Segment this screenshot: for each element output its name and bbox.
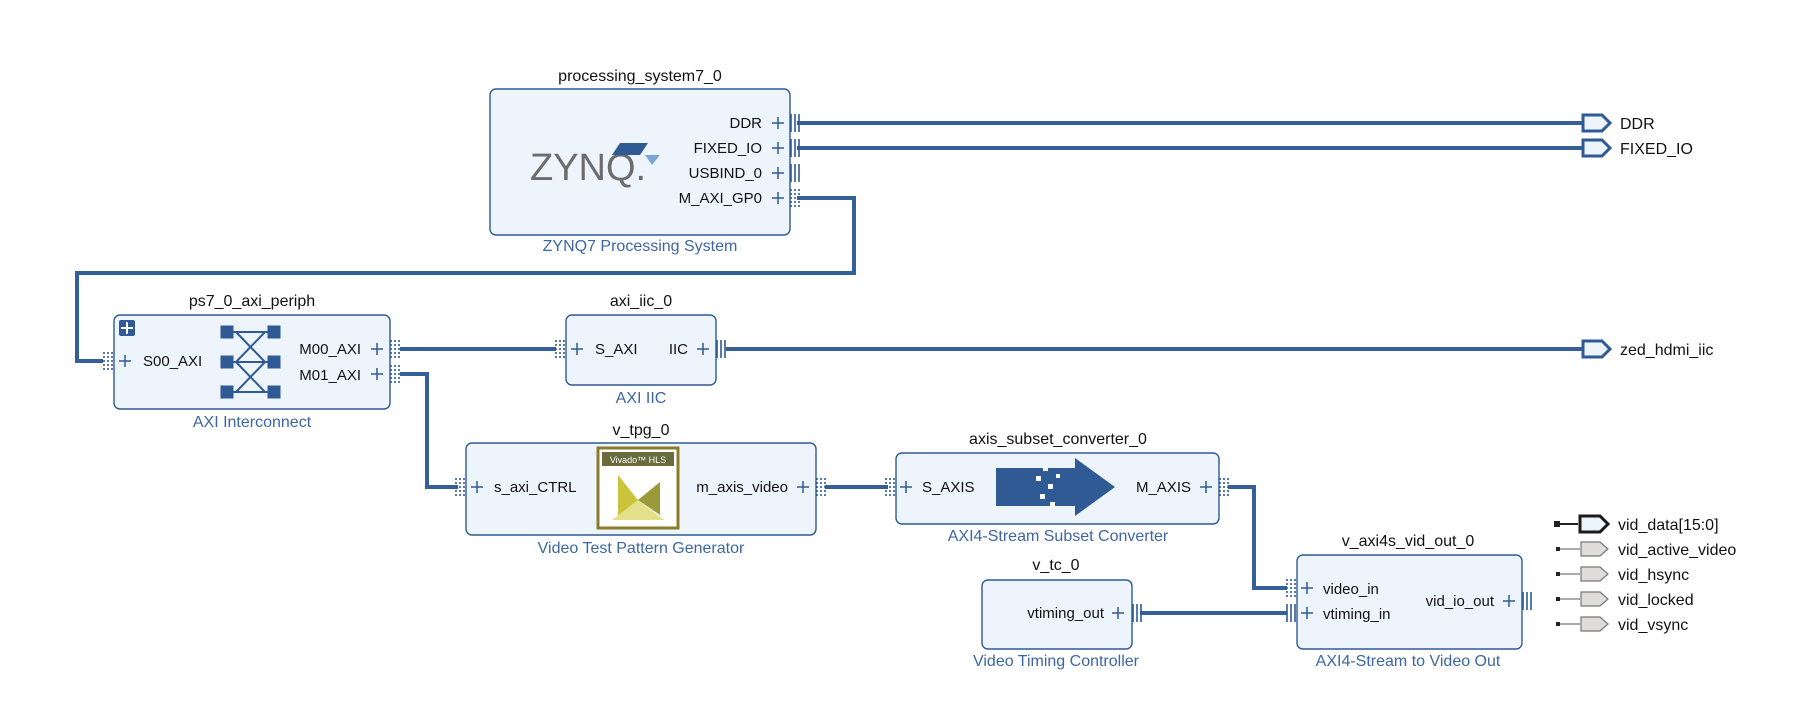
expand-plus-icon[interactable]	[1112, 607, 1124, 619]
pin-m-axis-label: M_AXIS	[1136, 479, 1191, 496]
wire-port-icon	[1580, 541, 1609, 557]
external-port-vid-hsync[interactable]: vid_hsync	[1556, 566, 1689, 584]
pin-m-axis-video-label: m_axis_video	[696, 479, 788, 496]
pin-ddr-label: DDR	[730, 115, 763, 132]
block-axi4-stream-subset-converter[interactable]: axis_subset_converter_0 S_AXIS M_AXIS AX…	[885, 431, 1229, 545]
port-label: DDR	[1620, 116, 1655, 133]
pin-s00-axi-label: S00_AXI	[143, 353, 202, 370]
bus-port-icon	[1581, 339, 1613, 359]
bus-pin-icon[interactable]	[885, 478, 1229, 496]
pin-usbind-label: USBIND_0	[689, 165, 762, 182]
block-subtitle: Video Test Pattern Generator	[538, 540, 745, 557]
pin-vid-io-out-label: vid_io_out	[1426, 593, 1495, 610]
expand-plus-icon[interactable]	[119, 343, 383, 380]
vivado-hls-logo-icon: Vivado™ HLS	[596, 446, 680, 530]
block-title: v_tpg_0	[613, 422, 670, 439]
port-label: vid_data[15:0]	[1618, 517, 1719, 534]
expand-plus-icon[interactable]	[772, 117, 784, 204]
block-subtitle: AXI4-Stream to Video Out	[1316, 653, 1501, 670]
block-body[interactable]	[489, 88, 791, 236]
external-port-zed-hdmi-iic[interactable]: zed_hdmi_iic	[1581, 339, 1713, 359]
expand-plus-icon[interactable]	[571, 343, 709, 355]
block-body[interactable]	[565, 314, 717, 386]
block-body[interactable]	[1296, 554, 1523, 650]
external-port-fixed-io[interactable]: FIXED_IO	[1581, 138, 1693, 158]
block-video-timing-controller[interactable]: v_tc_0 vtiming_out Video Timing Controll…	[973, 557, 1142, 670]
bus-pin-icon[interactable]	[455, 478, 826, 496]
port-label: vid_locked	[1618, 592, 1694, 609]
zynq-logo-icon: ZYNQ.	[530, 143, 660, 189]
pin-s-axi-ctrl-label: s_axi_CTRL	[494, 479, 577, 496]
block-video-test-pattern-generator[interactable]: v_tpg_0 Vivado™ HLS s_axi_CTRL m_axis_vi…	[455, 422, 826, 557]
svg-text:Vivado™ HLS: Vivado™ HLS	[610, 455, 666, 465]
bus-pin-icon[interactable]	[1286, 579, 1532, 622]
block-title: processing_system7_0	[558, 68, 722, 85]
wire-port-icon	[1580, 616, 1609, 632]
pin-s-axis-label: S_AXIS	[922, 479, 975, 496]
expand-plus-icon[interactable]	[471, 481, 809, 493]
converter-arrow-icon	[996, 458, 1115, 516]
pin-vtiming-out-label: vtiming_out	[1027, 605, 1105, 622]
wire-port-icon	[1580, 566, 1609, 582]
bus-pin-icon[interactable]	[1132, 604, 1142, 622]
block-processing-system7[interactable]: processing_system7_0 ZYNQ. DDR FIXED_IO …	[489, 68, 800, 255]
block-body[interactable]	[981, 579, 1133, 650]
block-subtitle: ZYNQ7 Processing System	[543, 238, 738, 255]
pin-s-axi-label: S_AXI	[595, 341, 638, 358]
external-port-vid-locked[interactable]: vid_locked	[1556, 591, 1694, 609]
pin-fixed-io-label: FIXED_IO	[694, 140, 762, 157]
bus-pin-icon[interactable]	[103, 340, 400, 383]
block-subtitle: AXI Interconnect	[193, 414, 312, 431]
pin-m01-axi-label: M01_AXI	[299, 367, 361, 384]
external-port-vid-active-video[interactable]: vid_active_video	[1556, 541, 1736, 559]
external-port-ddr[interactable]: DDR	[1581, 113, 1655, 133]
bus-port-icon	[1578, 514, 1611, 534]
pin-vtiming-in-label: vtiming_in	[1323, 606, 1391, 623]
pin-video-in-label: video_in	[1323, 581, 1379, 598]
pin-m00-axi-label: M00_AXI	[299, 341, 361, 358]
port-label: FIXED_IO	[1620, 141, 1693, 158]
wire-m-axi-gp0[interactable]	[75, 196, 856, 363]
block-title: v_tc_0	[1032, 557, 1079, 574]
port-label: vid_vsync	[1618, 617, 1688, 634]
wires	[75, 121, 1582, 615]
port-label: vid_active_video	[1618, 542, 1736, 559]
wire-m01-axi[interactable]	[400, 372, 458, 489]
bus-pin-icon[interactable]	[790, 114, 800, 207]
pin-m-axi-gp0-label: M_AXI_GP0	[679, 190, 762, 207]
block-subtitle: Video Timing Controller	[973, 653, 1140, 670]
expand-block-icon[interactable]	[119, 320, 135, 336]
wire-m-axis[interactable]	[1228, 485, 1287, 590]
external-port-vid-vsync[interactable]: vid_vsync	[1556, 616, 1688, 634]
block-axi-interconnect[interactable]: ps7_0_axi_periph S00_AXI M00_AXI M01_AXI…	[103, 293, 400, 431]
crossbar-icon	[220, 325, 281, 399]
block-title: axis_subset_converter_0	[969, 431, 1147, 448]
block-subtitle: AXI4-Stream Subset Converter	[948, 528, 1169, 545]
block-title: axi_iic_0	[610, 293, 672, 310]
pin-iic-label: IIC	[669, 341, 688, 358]
block-axi4-stream-to-video-out[interactable]: v_axi4s_vid_out_0 video_in vtiming_in vi…	[1286, 533, 1532, 670]
bus-pin-icon[interactable]	[555, 340, 726, 358]
block-subtitle: AXI IIC	[616, 390, 667, 407]
external-port-vid-data[interactable]: vid_data[15:0]	[1554, 514, 1719, 534]
expand-plus-icon[interactable]	[1301, 582, 1515, 619]
bus-port-icon	[1581, 113, 1613, 133]
expand-plus-icon[interactable]	[900, 481, 1212, 493]
block-title: ps7_0_axi_periph	[189, 293, 315, 310]
block-title: v_axi4s_vid_out_0	[1342, 533, 1475, 550]
block-axi-iic[interactable]: axi_iic_0 S_AXI IIC AXI IIC	[555, 293, 726, 407]
port-label: zed_hdmi_iic	[1620, 342, 1713, 359]
port-label: vid_hsync	[1618, 567, 1689, 584]
wire-port-icon	[1580, 591, 1609, 607]
bus-port-icon	[1581, 138, 1613, 158]
